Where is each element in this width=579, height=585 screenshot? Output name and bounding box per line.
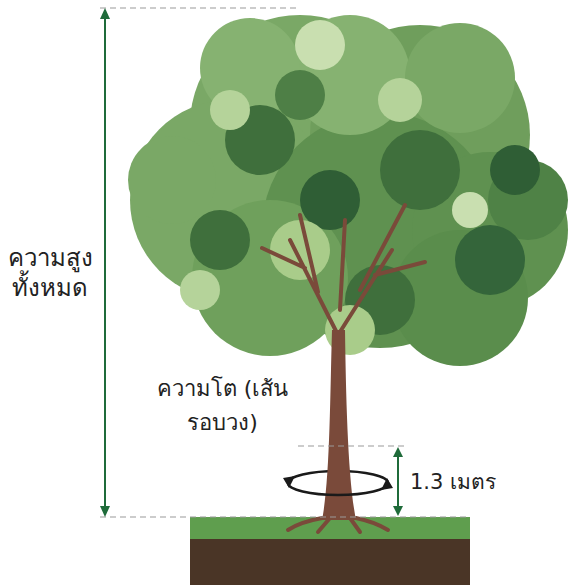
arrow-head bbox=[381, 478, 393, 490]
soil bbox=[190, 539, 470, 585]
trunk-body bbox=[322, 330, 356, 520]
height-arrow bbox=[100, 8, 110, 517]
canopy bbox=[128, 15, 568, 366]
circumference-loop bbox=[288, 483, 388, 495]
grass bbox=[190, 517, 470, 539]
dimension-label: 1.3 เมตร bbox=[410, 468, 570, 496]
height-label: ความสูง ทั้งหมด bbox=[2, 243, 98, 303]
circumference-label: ความโต (เส้นรอบวง) bbox=[150, 372, 295, 440]
breast-height-arrow bbox=[393, 447, 403, 516]
arrow-head bbox=[283, 476, 295, 488]
trunk bbox=[262, 205, 425, 532]
guide-lines bbox=[100, 8, 470, 517]
